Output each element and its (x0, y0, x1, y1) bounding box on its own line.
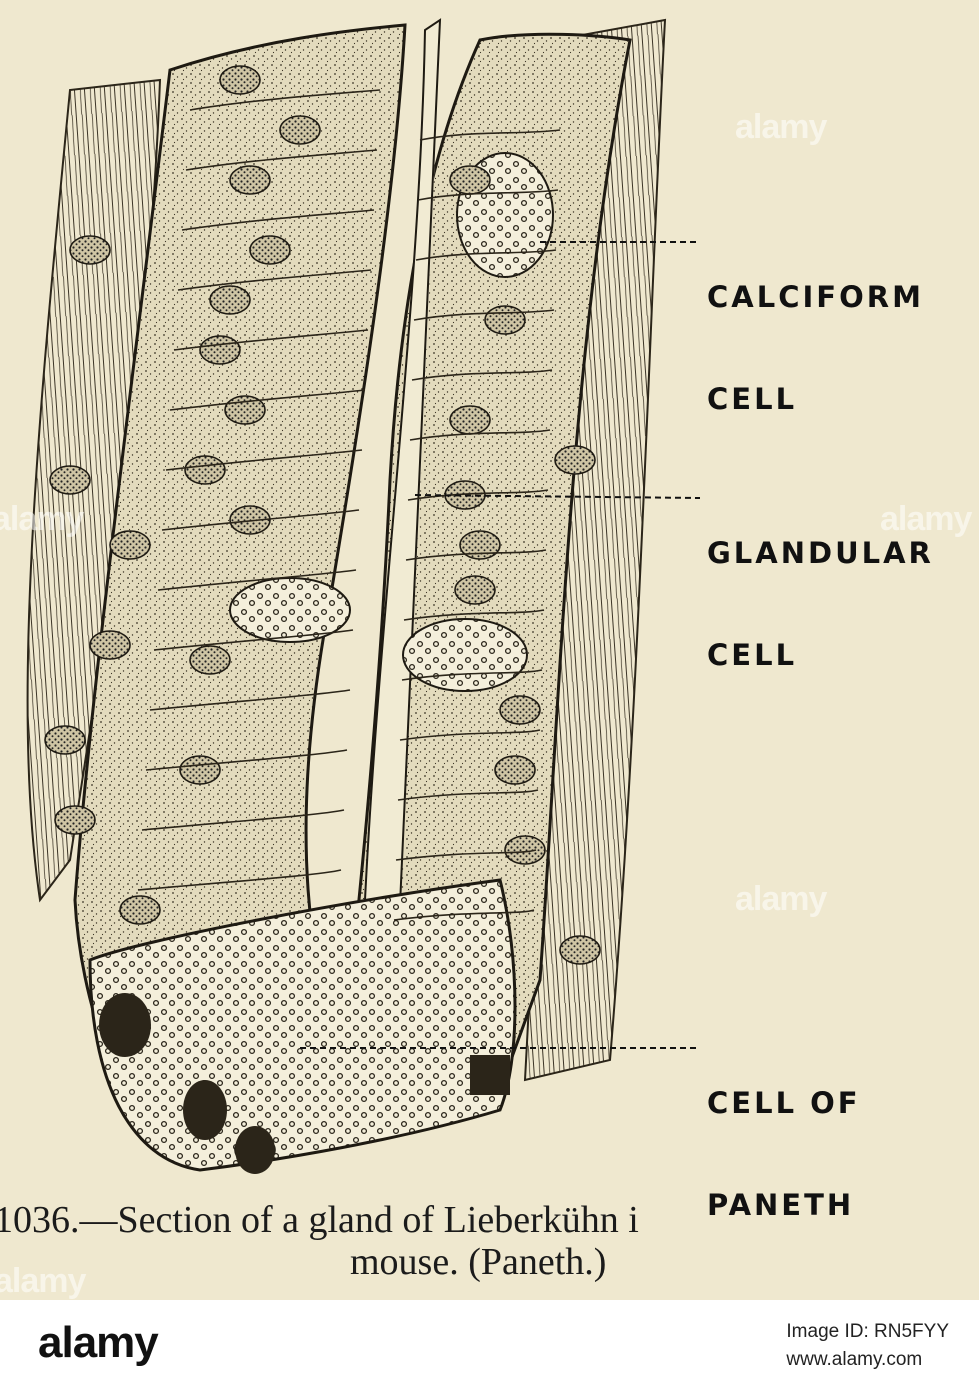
label-paneth-line1: CELL OF (707, 1086, 861, 1120)
nucleus-14 (449, 405, 491, 435)
left-cell-boundary-8 (157, 569, 357, 591)
right-cell-boundary-13 (393, 909, 535, 921)
right-cell-boundary-9 (401, 669, 543, 681)
right-cell-boundary-10 (399, 729, 541, 741)
left-cell-boundary-9 (153, 629, 354, 651)
goblet-cell-middle (402, 618, 528, 692)
right-cell-boundary-2 (415, 249, 557, 261)
nucleus-21 (554, 445, 596, 475)
right-cell-boundary-7 (405, 549, 547, 561)
left-cell-boundary-13 (137, 869, 342, 891)
watermark-mid-right: alamy (735, 880, 827, 918)
right-cell-boundary-11 (397, 789, 539, 801)
right-cell-boundary-6 (407, 489, 549, 501)
paneth-cell-2 (183, 1080, 227, 1140)
left-cell-boundary-6 (165, 449, 363, 471)
nucleus-1 (279, 115, 321, 145)
label-calciform-cell: CALCIFORM CELL (707, 212, 924, 484)
right-cell-boundary-1 (417, 189, 559, 201)
nucleus-0 (219, 65, 261, 95)
left-cell-boundary-12 (141, 809, 345, 831)
label-glandular-line1: GLANDULAR (707, 536, 934, 570)
nucleus-10 (179, 755, 221, 785)
left-cell-boundary-5 (169, 389, 366, 411)
right-cell-boundary-5 (409, 429, 551, 441)
left-cell-boundary-3 (177, 269, 372, 291)
left-cell-boundary-2 (181, 209, 375, 231)
nucleus-13 (484, 305, 526, 335)
left-cell-boundary-10 (149, 689, 351, 711)
watermark-bottom-left: alamy (0, 1262, 86, 1300)
nucleus-11 (119, 895, 161, 925)
leader-glandular (414, 494, 701, 499)
nucleus-25 (89, 630, 131, 660)
paneth-cell-3 (235, 1126, 275, 1174)
nucleus-28 (559, 935, 601, 965)
nucleus-12 (449, 165, 491, 195)
stock-footer: alamy Image ID: RN5FYY www.alamy.com (0, 1300, 979, 1390)
paneth-cell-4 (470, 1055, 510, 1095)
site-url: www.alamy.com (786, 1349, 923, 1370)
nucleus-22 (69, 235, 111, 265)
left-cell-boundary-7 (161, 509, 360, 531)
label-paneth-line2: PANETH (707, 1188, 855, 1222)
lieberkuhn-gland-drawing (26, 18, 701, 1174)
right-cell-boundary-4 (411, 369, 553, 381)
right-cell-boundary-0 (419, 129, 561, 141)
right-cell-boundary-3 (413, 309, 555, 321)
nucleus-17 (454, 575, 496, 605)
paneth-cell-1 (99, 993, 151, 1057)
nucleus-8 (229, 505, 271, 535)
left-cell-boundary-4 (173, 329, 369, 351)
nucleus-26 (44, 725, 86, 755)
alamy-logo: alamy (38, 1318, 159, 1367)
right-cell-boundary-12 (395, 849, 537, 861)
nucleus-19 (494, 755, 536, 785)
gland-illustration: CALCIFORM CELL GLANDULAR CELL CELL OF PA… (0, 18, 973, 1300)
label-glandular-cell: GLANDULAR CELL (707, 468, 934, 740)
label-calciform-line2: CELL (707, 382, 798, 416)
left-cell-boundary-11 (145, 749, 348, 771)
nucleus-7 (184, 455, 226, 485)
nucleus-4 (209, 285, 251, 315)
watermark-far-right: alamy (880, 500, 972, 538)
nucleus-2 (229, 165, 271, 195)
nucleus-5 (199, 335, 241, 365)
watermark-left-edge: alamy (0, 500, 84, 538)
nucleus-18 (499, 695, 541, 725)
nucleus-23 (49, 465, 91, 495)
nucleus-16 (459, 530, 501, 560)
watermark-top-right: alamy (735, 108, 827, 146)
right-cell-boundary-8 (403, 609, 545, 621)
nucleus-27 (54, 805, 96, 835)
left-cell-boundary-1 (185, 149, 378, 171)
image-id: Image ID: RN5FYY (786, 1321, 949, 1342)
footer-meta: Image ID: RN5FYY www.alamy.com (786, 1318, 949, 1374)
label-glandular-line2: CELL (707, 638, 798, 672)
figure-caption-line1: 1036.—Section of a gland of Lieberkühn i (0, 1199, 639, 1241)
goblet-cell-left (229, 577, 351, 643)
figure-caption-line2: mouse. (Paneth.) (350, 1241, 607, 1283)
nucleus-3 (249, 235, 291, 265)
label-paneth-cell: CELL OF PANETH (707, 1018, 861, 1290)
nucleus-9 (189, 645, 231, 675)
nucleus-20 (504, 835, 546, 865)
label-calciform-line1: CALCIFORM (707, 280, 924, 314)
nucleus-24 (109, 530, 151, 560)
left-cell-boundary-0 (189, 89, 381, 111)
